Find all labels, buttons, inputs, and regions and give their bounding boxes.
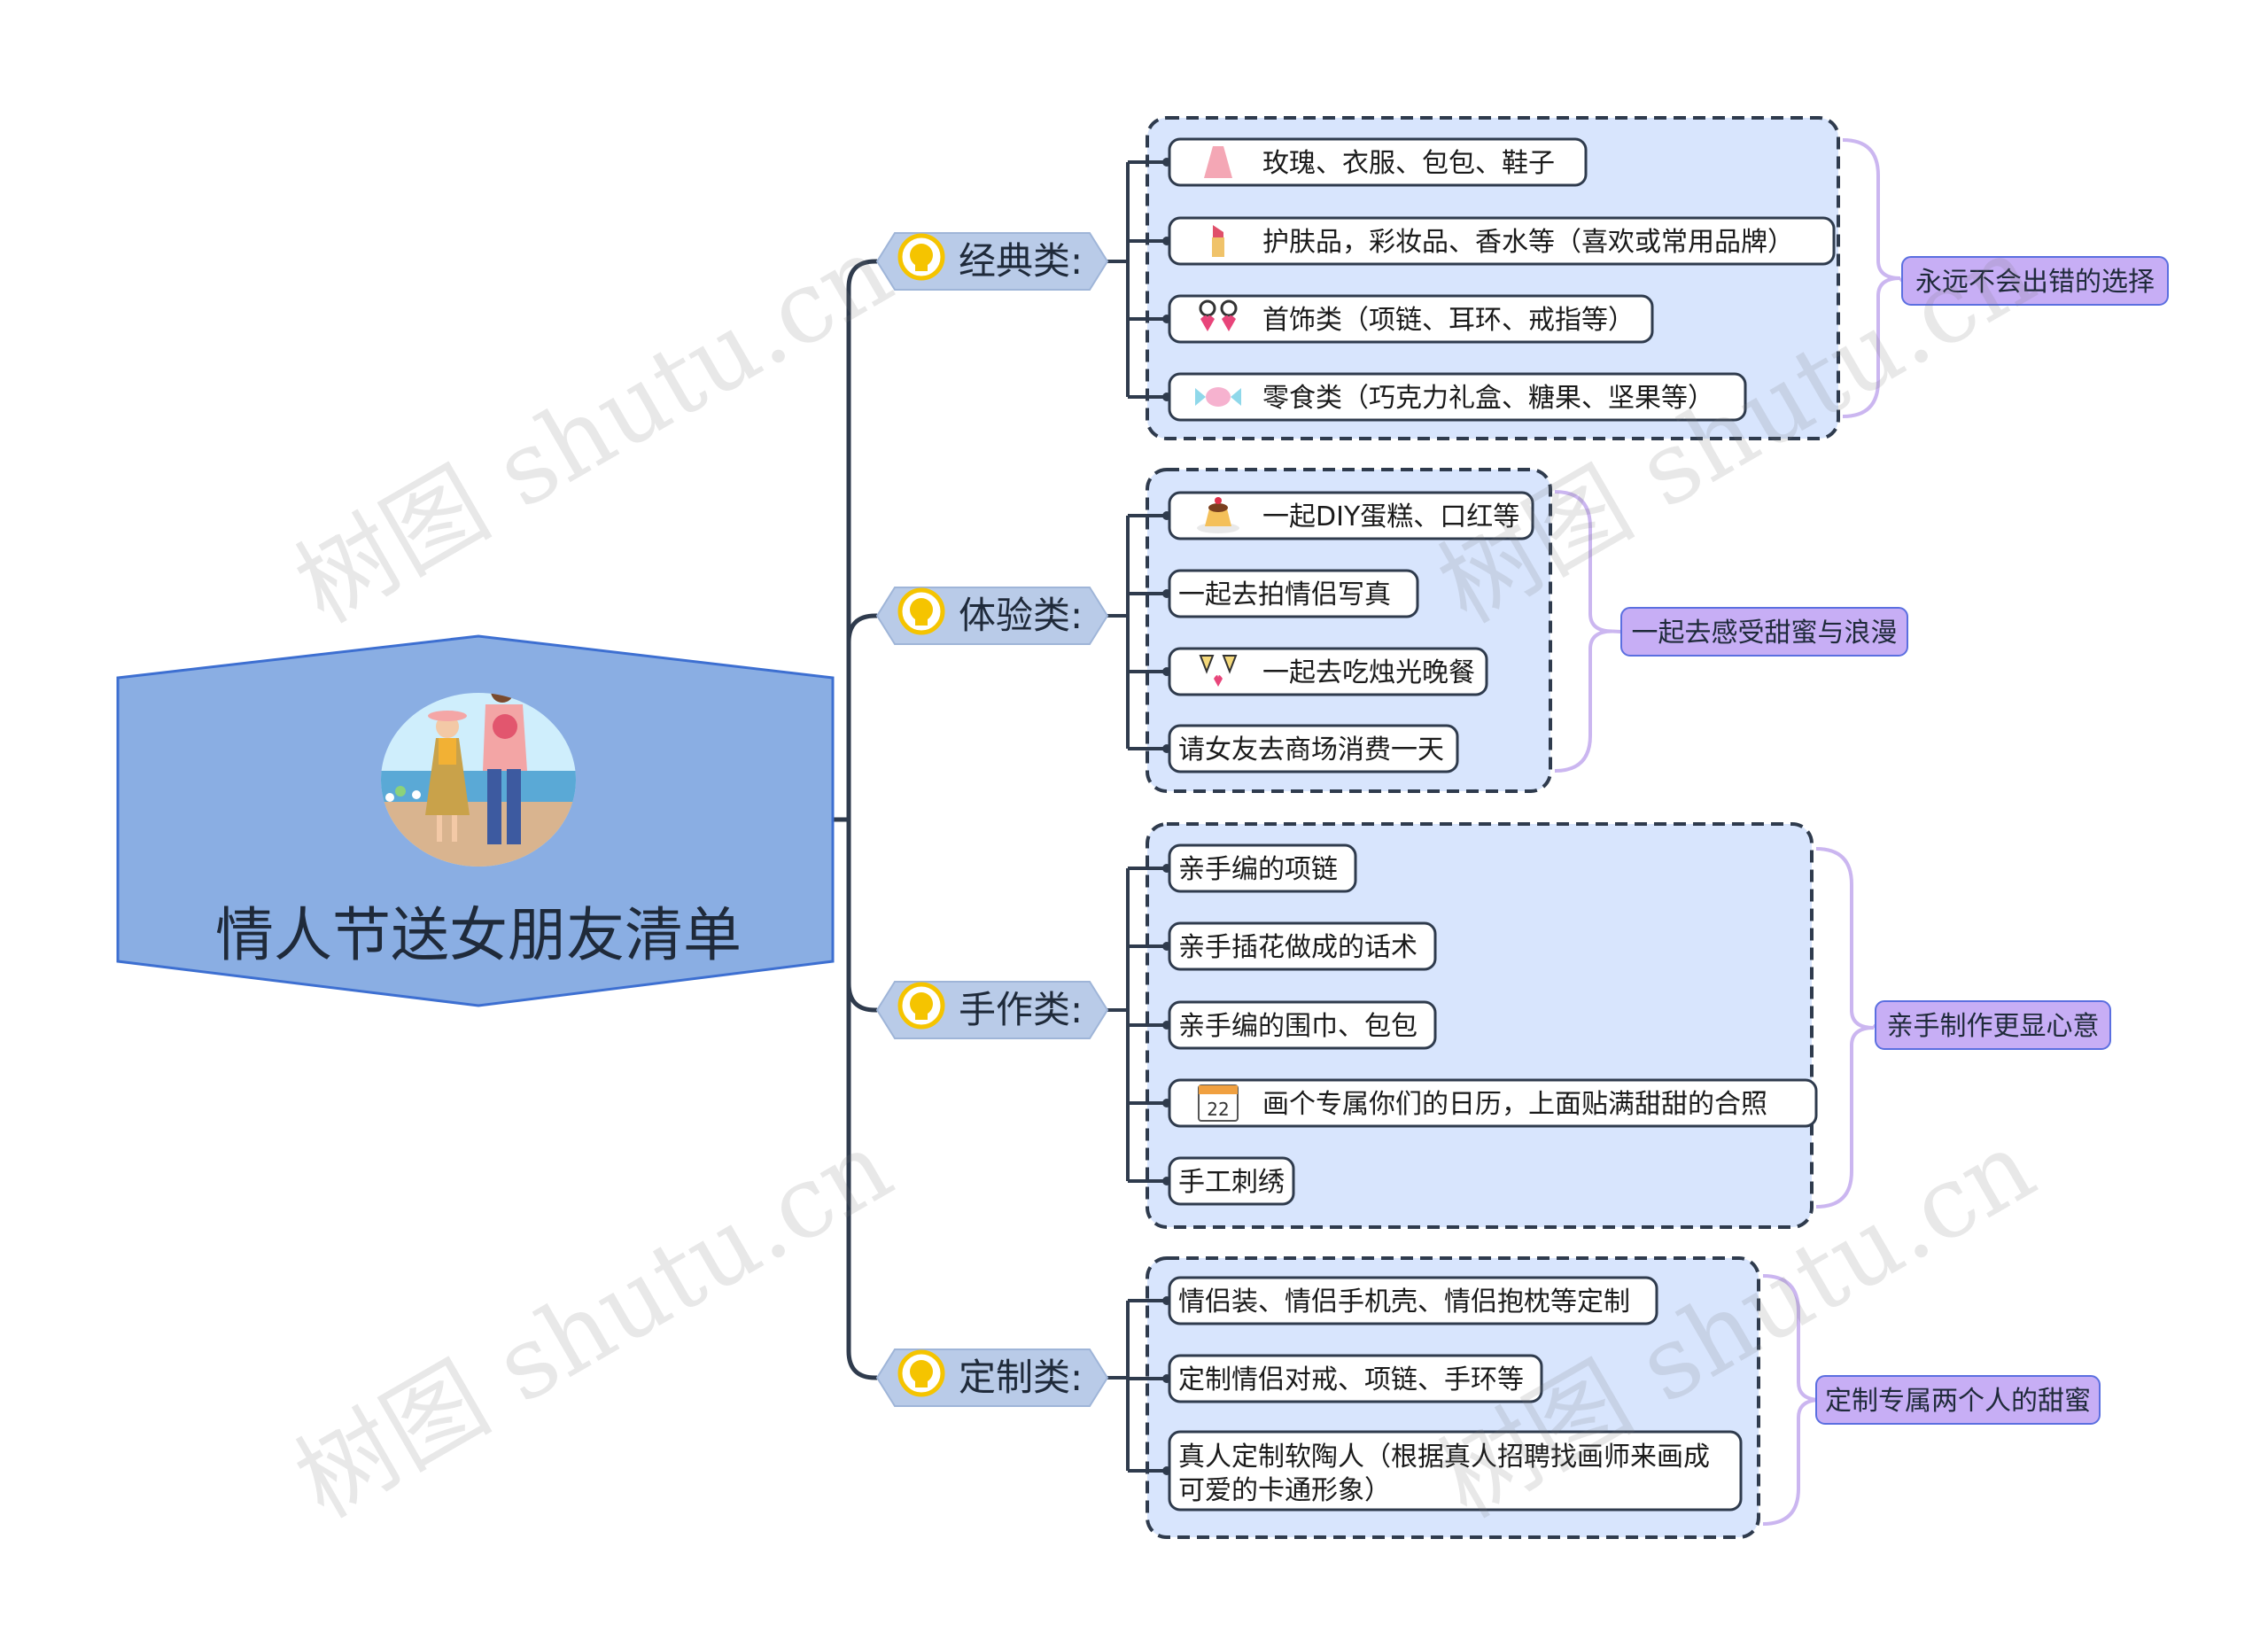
branch-group-box: [1146, 468, 1552, 793]
leaf-item-text: 一起DIY蛋糕、口红等: [1262, 501, 1519, 532]
candy-icon: [1195, 387, 1241, 407]
branch-label-text: 定制类:: [959, 1356, 1083, 1399]
leaf-item[interactable]: 请女友去商场消费一天: [1168, 724, 1459, 773]
champagne-icon: [1199, 655, 1238, 687]
leaf-item[interactable]: 玫瑰、衣服、包包、鞋子: [1168, 137, 1588, 187]
leaf-item-text: 可爱的卡通形象）: [1178, 1475, 1391, 1506]
summary-text: 定制专属两个人的甜蜜: [1825, 1386, 2091, 1417]
summary-text: 永远不会出错的选择: [1915, 267, 2155, 298]
leaf-item-text: 画个专属你们的日历，上面贴满甜甜的合照: [1262, 1089, 1767, 1120]
leaf-item[interactable]: 手工刺绣: [1168, 1156, 1295, 1206]
lightbulb-icon: [897, 587, 945, 635]
leaf-item-text: 定制情侣对戒、项链、手环等: [1178, 1364, 1524, 1395]
leaf-item-text: 护肤品，彩妆品、香水等（喜欢或常用品牌）: [1262, 227, 1794, 258]
branch-label-3[interactable]: 手作类:: [875, 981, 1109, 1039]
branch-label-text: 经典类:: [959, 239, 1083, 283]
leaf-item-text: 请女友去商场消费一天: [1178, 735, 1444, 766]
summary-node[interactable]: 定制专属两个人的甜蜜: [1815, 1375, 2101, 1425]
branch-label-4[interactable]: 定制类:: [875, 1349, 1109, 1407]
leaf-item-text: 亲手编的围巾、包包: [1178, 1011, 1418, 1042]
leaf-item-text: 首饰类（项链、耳环、戒指等）: [1262, 305, 1635, 336]
leaf-item[interactable]: 亲手插花做成的话术: [1168, 921, 1437, 971]
summary-text: 一起去感受甜蜜与浪漫: [1632, 618, 1898, 649]
leaf-item-text: 手工刺绣: [1178, 1167, 1285, 1198]
leaf-item-text: 零食类（巧克力礼盒、糖果、坚果等）: [1262, 383, 1714, 414]
leaf-item[interactable]: 亲手编的项链: [1168, 843, 1357, 893]
summary-brace: [1815, 847, 1875, 1209]
summary-node[interactable]: 永远不会出错的选择: [1901, 256, 2169, 306]
leaf-item[interactable]: 零食类（巧克力礼盒、糖果、坚果等）: [1168, 372, 1747, 422]
branch-2: 体验类: 一起DIY蛋糕、口红等一起去拍情侣写真一起去吃烛光晚餐请女友去商场消费一…: [875, 468, 1908, 793]
summary-text: 亲手制作更显心意: [1887, 1011, 2100, 1042]
leaf-item[interactable]: 护肤品，彩妆品、香水等（喜欢或常用品牌）: [1168, 216, 1836, 266]
branch-group-box: [1146, 116, 1840, 440]
leaf-item[interactable]: 一起去吃烛光晚餐: [1168, 647, 1488, 696]
branch-label-text: 手作类:: [959, 988, 1083, 1031]
root-node[interactable]: 情人节送女朋友清单: [116, 634, 835, 1007]
root-title: 情人节送女朋友清单: [215, 901, 742, 969]
branch-4: 定制类: 情侣装、情侣手机壳、情侣抱枕等定制定制情侣对戒、项链、手环等真人定制软陶…: [875, 1256, 2101, 1539]
leaf-item-text: 亲手编的项链: [1178, 854, 1338, 885]
leaf-item[interactable]: 定制情侣对戒、项链、手环等: [1168, 1354, 1543, 1403]
calendar-day: 22: [1207, 1099, 1229, 1120]
leaf-item[interactable]: 22 画个专属你们的日历，上面贴满甜甜的合照: [1168, 1078, 1818, 1128]
calendar-icon: 22: [1198, 1084, 1239, 1122]
summary-node[interactable]: 亲手制作更显心意: [1875, 1000, 2111, 1050]
branch-label-2[interactable]: 体验类:: [875, 587, 1109, 645]
watermark: 树图 shutu.cn: [278, 1108, 911, 1540]
watermark: 树图 shutu.cn: [278, 214, 911, 645]
leaf-item[interactable]: 亲手编的围巾、包包: [1168, 1000, 1437, 1050]
leaf-item[interactable]: 一起DIY蛋糕、口红等: [1168, 491, 1534, 540]
leaf-item[interactable]: 首饰类（项链、耳环、戒指等）: [1168, 294, 1654, 344]
leaf-item-text: 真人定制软陶人（根据真人招聘找画师来画成: [1178, 1442, 1710, 1473]
lightbulb-icon: [897, 1349, 945, 1397]
leaf-item[interactable]: 情侣装、情侣手机壳、情侣抱枕等定制: [1168, 1276, 1658, 1325]
earrings-icon: [1199, 299, 1238, 331]
branch-connectors: [833, 259, 877, 1380]
pudding-icon: [1197, 497, 1239, 533]
leaf-item-text: 玫瑰、衣服、包包、鞋子: [1262, 148, 1555, 179]
branch-label-text: 体验类:: [959, 594, 1083, 637]
lightbulb-icon: [897, 982, 945, 1030]
leaf-item[interactable]: 一起去拍情侣写真: [1168, 569, 1419, 618]
leaf-item-text: 一起去吃烛光晚餐: [1262, 657, 1475, 688]
summary-node[interactable]: 一起去感受甜蜜与浪漫: [1620, 607, 1908, 657]
leaf-item-text: 亲手插花做成的话术: [1178, 932, 1418, 963]
leaf-item-text: 情侣装、情侣手机壳、情侣抱枕等定制: [1178, 1286, 1630, 1317]
lipstick-icon: [1212, 225, 1224, 257]
lightbulb-icon: [897, 233, 945, 281]
dress-icon: [1204, 146, 1232, 178]
branch-label-1[interactable]: 经典类:: [875, 232, 1109, 291]
leaf-item-text: 一起去拍情侣写真: [1178, 579, 1391, 610]
